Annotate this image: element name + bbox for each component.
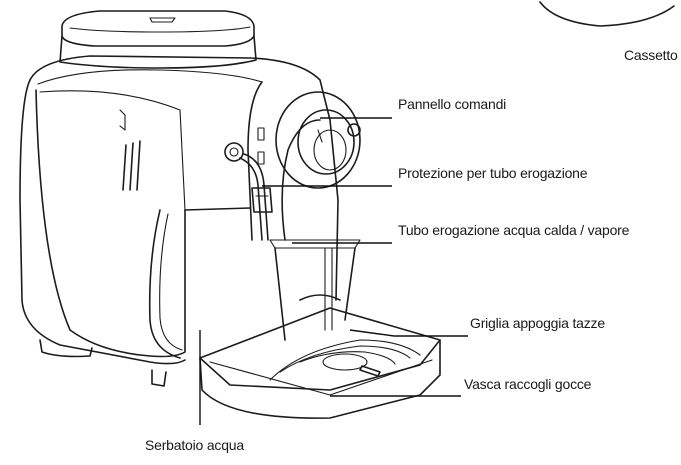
label-cup-grid: Griglia appoggia tazze [470, 315, 605, 331]
leader-lines [199, 117, 468, 425]
steam-wand [224, 142, 273, 241]
control-knob [257, 91, 361, 189]
front-column [247, 81, 361, 341]
label-water-tank: Serbatoio acqua [145, 437, 244, 453]
machine-body [19, 55, 339, 387]
label-steam-wand: Tubo erogazione acqua calda / vapore [398, 222, 630, 238]
label-control-panel: Pannello comandi [398, 96, 507, 112]
bean-hopper-lid [59, 10, 257, 69]
label-drip-tray: Vasca raccogli gocce [464, 376, 592, 392]
label-nozzle-guard: Protezione per tubo erogazione [398, 165, 588, 181]
drawer-outline [539, 1, 675, 27]
label-drawer: Cassetto [624, 47, 678, 63]
drip-tray [199, 307, 441, 419]
